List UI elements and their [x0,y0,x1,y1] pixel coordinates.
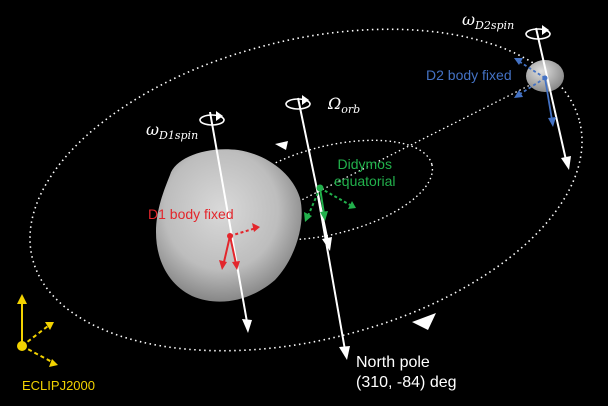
d1-spin-label: ωD1spin [146,120,199,142]
d2-spin-rotation-icon [525,28,551,40]
eclipj2000-label: ECLIPJ2000 [22,378,95,393]
equatorial-direction-arrow [275,141,288,150]
d1-frame-z-axis [223,235,231,263]
d2-spin-axis-arrowhead [561,156,571,170]
equatorial-frame-z-axis [319,187,325,215]
orbit-rotation-icon [285,98,311,110]
eclipj2000-y-axis [21,345,53,363]
north-pole-axis [317,195,346,351]
equatorial-frame-x-axis [319,187,353,207]
eclipj2000-origin [17,341,27,351]
eclipj2000-x-axis [21,325,49,347]
d2-spin-label: ωD2spin [462,10,515,32]
equatorial-frame-x-arrowhead [348,201,356,209]
orbit-rotation-arrow [302,95,309,105]
d2-frame-x-arrowhead [514,58,523,65]
d1-frame-y-arrowhead [232,261,240,270]
d1-body-fixed-label: D1 body fixed [148,206,234,222]
didymos-equatorial-label: Didymos equatorial [334,156,396,189]
equatorial-frame-y-arrowhead [304,212,312,222]
d2-frame-z-axis [544,77,553,121]
d2-spin-rotation-arrow [542,25,549,35]
orbit-direction-arrow [412,313,436,330]
d2-frame-y-axis [519,77,546,95]
north-pole-label: North pole (310, -84) deg [356,354,457,391]
eclipj2000-x-arrowhead [45,322,54,330]
d2-body-fixed-label: D2 body fixed [426,67,512,83]
eclipj2000-z-arrowhead [17,294,27,304]
d2-frame-x-axis [519,61,546,79]
d1-frame-x-arrowhead [252,223,260,232]
north-pole-arrowhead [339,346,350,360]
equatorial-frame-z-arrowhead [320,211,328,221]
d1-frame-x-axis [229,227,257,237]
eclipj2000-y-arrowhead [49,359,58,367]
d2-spin-axis [535,27,567,161]
orbit-axis [297,97,329,243]
d1-frame-z-arrowhead [219,260,227,270]
d1-spin-rotation-icon [199,114,225,126]
d1-frame-y-axis [229,235,237,265]
d1-spin-axis [209,111,248,323]
d2-frame-y-arrowhead [514,90,523,98]
d1-spin-rotation-arrow [216,111,223,121]
orbit-spin-label: Ωorb [328,94,361,116]
d1-spin-axis-arrowhead [242,319,252,333]
d1-primary-asteroid [156,149,302,302]
d2-frame-z-arrowhead [548,117,556,127]
